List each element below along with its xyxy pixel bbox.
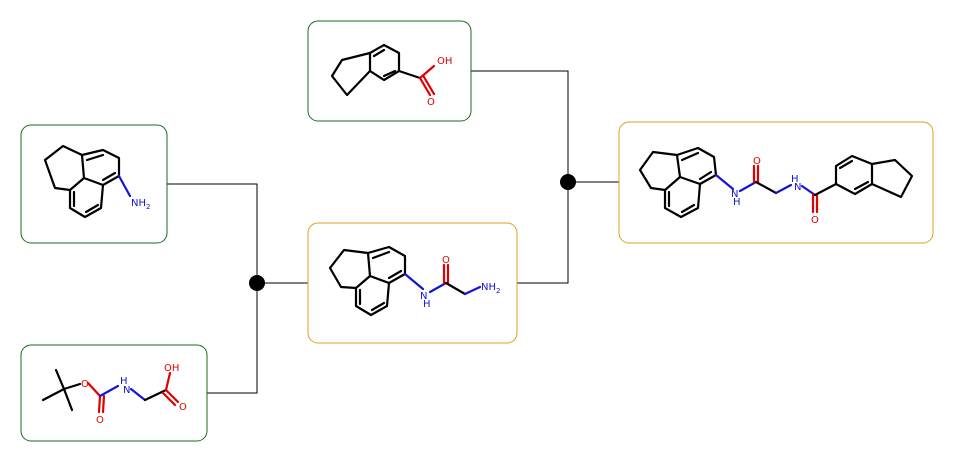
n2-label: N <box>794 182 801 193</box>
molecule-structure: N H O H N O <box>638 146 914 226</box>
o1-label: O <box>753 156 761 167</box>
node-indane-carboxylic-acid[interactable]: OH O <box>307 20 472 122</box>
h-label: H <box>423 299 431 310</box>
h1-label: H <box>733 197 741 208</box>
o-label: O <box>442 255 450 266</box>
node-boc-glycine[interactable]: O O H N OH O <box>20 344 208 442</box>
nh-label: N <box>123 385 130 396</box>
reaction-2-junction <box>560 174 576 190</box>
o1-label: O <box>81 379 89 390</box>
molecule-structure: NH2 <box>43 144 150 219</box>
molecule-structure: O O H N OH O <box>41 363 187 426</box>
o2-label: O <box>811 215 819 226</box>
o-label: O <box>427 97 435 108</box>
node-box <box>307 20 472 122</box>
oh-label: OH <box>437 56 452 67</box>
molecule-structure: OH O <box>330 43 452 108</box>
node-box <box>20 344 208 442</box>
n-label: H <box>120 376 128 387</box>
node-final-product[interactable]: N H O H N O <box>618 121 934 244</box>
n-label: N <box>420 291 427 302</box>
nh2-label: NH2 <box>481 282 500 295</box>
node-aminoacenaphthene[interactable]: NH2 <box>20 124 168 244</box>
reaction-1-junction <box>249 275 265 291</box>
node-intermediate-amide[interactable]: N H O NH2 <box>307 222 518 344</box>
n1-label: N <box>731 189 738 200</box>
reaction-2-connectors <box>471 70 619 284</box>
molecule-structure: N H O NH2 <box>328 245 500 317</box>
h2-label: H <box>791 174 799 185</box>
reaction-1-connectors <box>167 183 308 394</box>
o3-label: O <box>179 402 187 413</box>
node-box <box>20 124 168 244</box>
node-box <box>618 121 934 244</box>
oh-label: OH <box>164 363 179 374</box>
o2-label: O <box>96 415 104 426</box>
nh2-label: NH2 <box>131 198 150 211</box>
